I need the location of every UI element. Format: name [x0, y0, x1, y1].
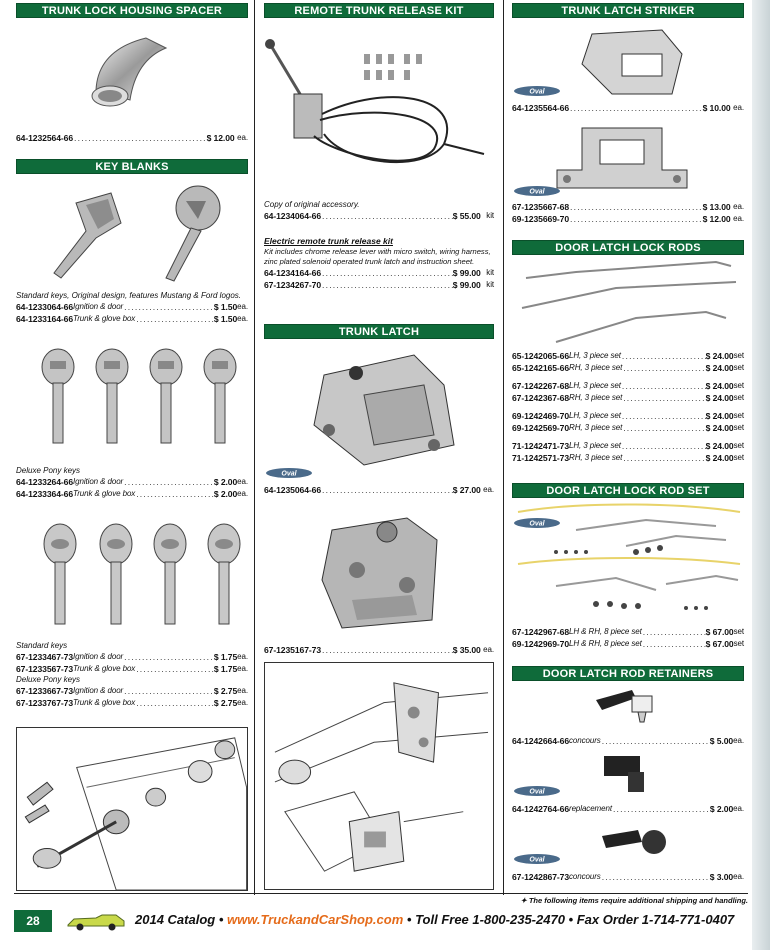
- table-row: 67-12342 67-70 $ 99.00 kit: [264, 279, 494, 291]
- svg-text:Oval: Oval: [281, 471, 297, 478]
- svg-text:Oval: Oval: [529, 189, 545, 196]
- trunk-latch-diagram: [264, 662, 494, 890]
- remote-rows: Copy of original accessory. 64-12340 64-…: [264, 200, 494, 291]
- section-header-spacer: TRUNK LOCK HOUSING SPACER: [16, 3, 248, 18]
- page-number: 28: [14, 910, 52, 932]
- oval-badge-icon: Oval: [514, 518, 560, 528]
- section-header-trunk-latch: TRUNK LATCH: [264, 324, 494, 339]
- rod-set-rows: 67-12429 67-68 LH & RH, 8 piece set $ 67…: [512, 626, 744, 650]
- striker-rows-2: 67-12356 67-68 $ 13.00 ea. 69-12356 69-7…: [512, 201, 744, 225]
- page-edge-strip: [752, 0, 770, 950]
- table-row: 67-12423 67-68 RH, 3 piece set $ 24.00 s…: [512, 392, 744, 404]
- remote-release-kit-image: [265, 39, 485, 164]
- oval-badge-icon: Oval: [514, 786, 560, 796]
- table-row: 64-12350 64-66 $ 27.00 ea.: [264, 484, 494, 496]
- shipping-note: ✦ The following items require additional…: [520, 896, 748, 905]
- retainer-image-3: [602, 830, 666, 854]
- table-row: 71-12425 71-73 RH, 3 piece set $ 24.00 s…: [512, 452, 744, 464]
- retainer-rows-3: 67-12428 67-73 concours $ 3.00 ea.: [512, 871, 744, 883]
- table-row: 67-12351 67-73 $ 35.00 ea.: [264, 644, 494, 656]
- keys-block-3: Standard keys 67-12334 67-73 Ignition & …: [16, 641, 248, 709]
- website-link[interactable]: www.TruckandCarShop.com: [227, 912, 404, 927]
- table-row: 64-12332 64-66 Ignition & door $ 2.00 ea…: [16, 476, 248, 488]
- retainer-image-2: [604, 756, 644, 792]
- table-row: 65-12420 65-66 LH, 3 piece set $ 24.00 s…: [512, 350, 744, 362]
- key-blanks-image-2: [41, 348, 237, 444]
- striker-image-1: [581, 29, 683, 95]
- key-blanks-image-3: [43, 523, 241, 625]
- trunk-latch-image-2: [321, 517, 438, 629]
- latch-rows-2: 67-12351 67-73 $ 35.00 ea.: [264, 644, 494, 656]
- oval-badge-icon: Oval: [514, 854, 560, 864]
- table-row: 64-12331 64-66 Trunk & glove box $ 1.50 …: [16, 313, 248, 325]
- table-row: 64-12355 64-66 $ 10.00 ea.: [512, 102, 744, 114]
- table-row: 67-12429 67-68 LH & RH, 8 piece set $ 67…: [512, 626, 744, 638]
- table-row: 67-12336 67-73 Ignition & door $ 2.75 ea…: [16, 685, 248, 697]
- table-row: 67-12337 67-73 Trunk & glove box $ 2.75 …: [16, 697, 248, 709]
- spacer-rows: 64-12325 64-66 $ 12.00 ea.: [16, 132, 248, 144]
- table-row: 67-12356 67-68 $ 13.00 ea.: [512, 201, 744, 213]
- retainer-image-1: [596, 690, 653, 723]
- retainer-rows-1: 64-12426 64-66 concours $ 5.00 ea.: [512, 735, 744, 747]
- svg-text:Oval: Oval: [529, 857, 545, 864]
- table-row: 64-12341 64-66 $ 99.00 kit: [264, 267, 494, 279]
- spacer-image: [91, 37, 168, 107]
- lock-cylinder-diagram: [16, 727, 248, 891]
- oval-badge-icon: Oval: [514, 186, 560, 196]
- table-row: 64-12325 64-66 $ 12.00 ea.: [16, 132, 248, 144]
- rod-set-image: [517, 503, 741, 610]
- section-header-retainers: DOOR LATCH ROD RETAINERS: [512, 666, 744, 681]
- table-row: 71-12424 71-73 LH, 3 piece set $ 24.00 s…: [512, 440, 744, 452]
- section-header-rod-set: DOOR LATCH LOCK ROD SET: [512, 483, 744, 498]
- section-header-remote: REMOTE TRUNK RELEASE KIT: [264, 3, 494, 18]
- striker-rows-1: 64-12355 64-66 $ 10.00 ea.: [512, 102, 744, 114]
- table-row: 65-12421 65-66 RH, 3 piece set $ 24.00 s…: [512, 362, 744, 374]
- section-header-lock-rods: DOOR LATCH LOCK RODS: [512, 240, 744, 255]
- latch-rows-1: 64-12350 64-66 $ 27.00 ea.: [264, 484, 494, 496]
- oval-badge-icon: Oval: [266, 468, 312, 478]
- oval-badge-icon: Oval: [514, 86, 560, 96]
- table-row: 64-12426 64-66 concours $ 5.00 ea.: [512, 735, 744, 747]
- footer-line: 2014 Catalog • www.TruckandCarShop.com •…: [135, 912, 735, 927]
- key-blanks-image-1: [53, 185, 221, 282]
- retainer-rows-2: 64-12427 64-66 replacement $ 2.00 ea.: [512, 803, 744, 815]
- table-row: 64-12340 64-66 $ 55.00 kit: [264, 210, 494, 222]
- column-divider-1: [254, 0, 255, 895]
- table-row: 67-12428 67-73 concours $ 3.00 ea.: [512, 871, 744, 883]
- keys-block-1: Standard keys, Original design, features…: [16, 291, 248, 325]
- column-3: TRUNK LATCH STRIKER Oval 64-12355 64-66 …: [512, 0, 744, 882]
- table-row: 69-12424 69-70 LH, 3 piece set $ 24.00 s…: [512, 410, 744, 422]
- column-1: TRUNK LOCK HOUSING SPACER 64-12325 64-66…: [16, 0, 248, 891]
- table-row: 64-12330 64-66 Ignition & door $ 1.50 ea…: [16, 301, 248, 313]
- striker-image-2: [556, 127, 688, 189]
- table-row: 64-12333 64-66 Trunk & glove box $ 2.00 …: [16, 488, 248, 500]
- lock-rods-rows: 65-12420 65-66 LH, 3 piece set $ 24.00 s…: [512, 350, 744, 464]
- column-divider-2: [503, 0, 504, 895]
- table-row: 67-12335 67-73 Trunk & glove box $ 1.75 …: [16, 663, 248, 675]
- section-header-keys: KEY BLANKS: [16, 159, 248, 174]
- keys-block-2: Deluxe Pony keys 64-12332 64-66 Ignition…: [16, 466, 248, 500]
- trunk-latch-image-1: [313, 354, 455, 466]
- table-row: 69-12425 69-70 RH, 3 piece set $ 24.00 s…: [512, 422, 744, 434]
- lock-rods-image: [521, 260, 737, 343]
- column-2: REMOTE TRUNK RELEASE KIT Copy of origina…: [264, 0, 494, 890]
- svg-text:Oval: Oval: [529, 789, 545, 796]
- table-row: 69-12356 69-70 $ 12.00 ea.: [512, 213, 744, 225]
- table-row: 67-12334 67-73 Ignition & door $ 1.75 ea…: [16, 651, 248, 663]
- table-row: 64-12427 64-66 replacement $ 2.00 ea.: [512, 803, 744, 815]
- section-header-striker: TRUNK LATCH STRIKER: [512, 3, 744, 18]
- svg-text:Oval: Oval: [529, 521, 545, 528]
- truck-logo-icon: [67, 914, 125, 931]
- footer-rule: [14, 893, 748, 894]
- table-row: 69-12429 69-70 LH & RH, 8 piece set $ 67…: [512, 638, 744, 650]
- table-row: 67-12422 67-68 LH, 3 piece set $ 24.00 s…: [512, 380, 744, 392]
- svg-text:Oval: Oval: [529, 89, 545, 96]
